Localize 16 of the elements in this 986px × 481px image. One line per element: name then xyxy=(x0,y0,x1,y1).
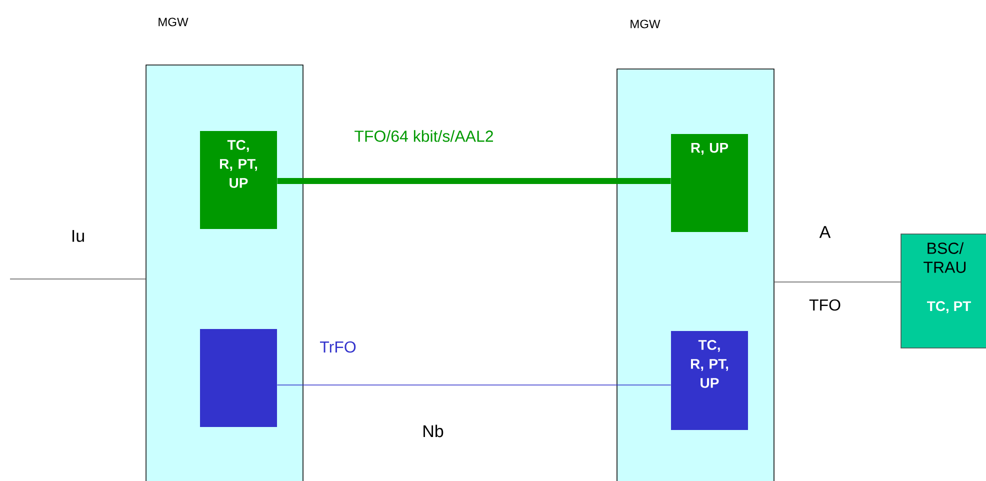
edge-label: TFO/64 kbit/s/AAL2 xyxy=(354,130,493,142)
connector-line xyxy=(276,384,672,386)
function-box: R, UP xyxy=(671,134,748,232)
function-box xyxy=(200,328,277,427)
connector-line xyxy=(10,278,146,280)
node-label: MGW xyxy=(158,18,188,26)
edge-label: TFO xyxy=(809,299,840,311)
edge-label: TrFO xyxy=(320,341,356,353)
interface-label: Iu xyxy=(72,230,84,242)
interface-label: A xyxy=(819,226,831,238)
node-label: MGW xyxy=(630,20,660,28)
connector-line xyxy=(277,178,671,184)
function-box: TC, R, PT, UP xyxy=(671,330,748,430)
station-box: BSC/ TRAU TC, PT xyxy=(900,234,986,348)
function-box: TC, R, PT, UP xyxy=(200,131,277,229)
interface-label: Nb xyxy=(424,424,444,438)
